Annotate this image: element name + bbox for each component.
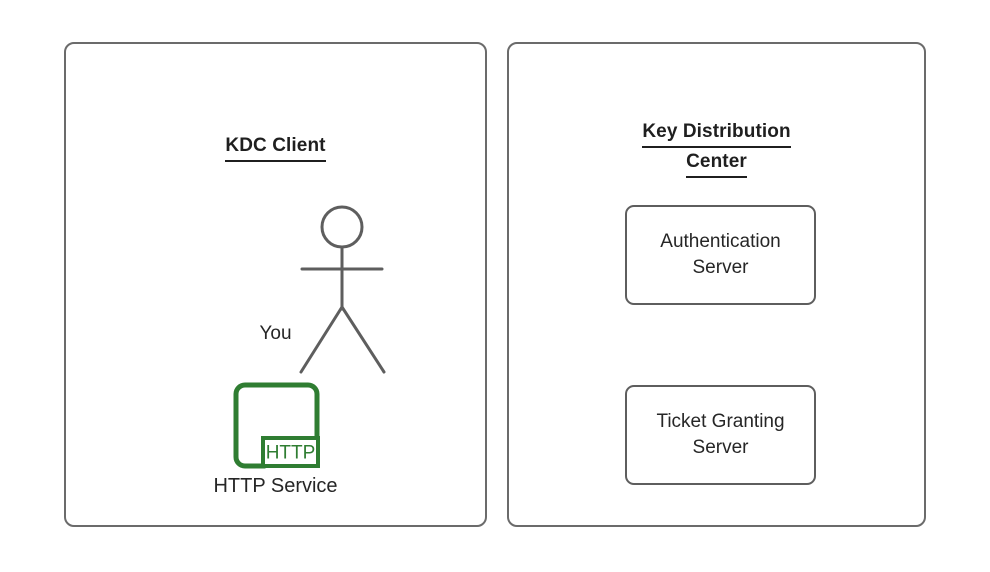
panel-title-key-distribution-center: Key Distribution Center xyxy=(509,118,924,178)
panel-title-line: KDC Client xyxy=(225,132,326,162)
node-label: Authentication Server xyxy=(660,231,781,278)
stick-figure-head xyxy=(320,205,364,249)
stick-figure-left-leg xyxy=(299,305,344,374)
http-icon-badge-label: HTTP xyxy=(266,443,316,464)
panel-title-line: Center xyxy=(686,148,747,178)
http-icon-badge-rect xyxy=(261,436,320,468)
node-authentication-server[interactable]: Authentication Server xyxy=(625,205,816,305)
node-label: Ticket Granting Server xyxy=(656,411,785,458)
node-ticket-granting-server[interactable]: Ticket Granting Server xyxy=(625,385,816,485)
http-service-icon[interactable]: HTTP xyxy=(232,381,322,471)
http-service-label: HTTP Service xyxy=(213,475,338,497)
actor-label: You xyxy=(259,323,292,344)
http-icon-outline xyxy=(233,382,320,469)
panel-title-kdc-client: KDC Client xyxy=(66,132,485,162)
stick-figure-icon xyxy=(299,205,386,374)
stick-figure-actor xyxy=(278,202,406,382)
stick-figure-right-leg xyxy=(340,305,386,374)
panel-title-line: Key Distribution xyxy=(642,118,791,148)
